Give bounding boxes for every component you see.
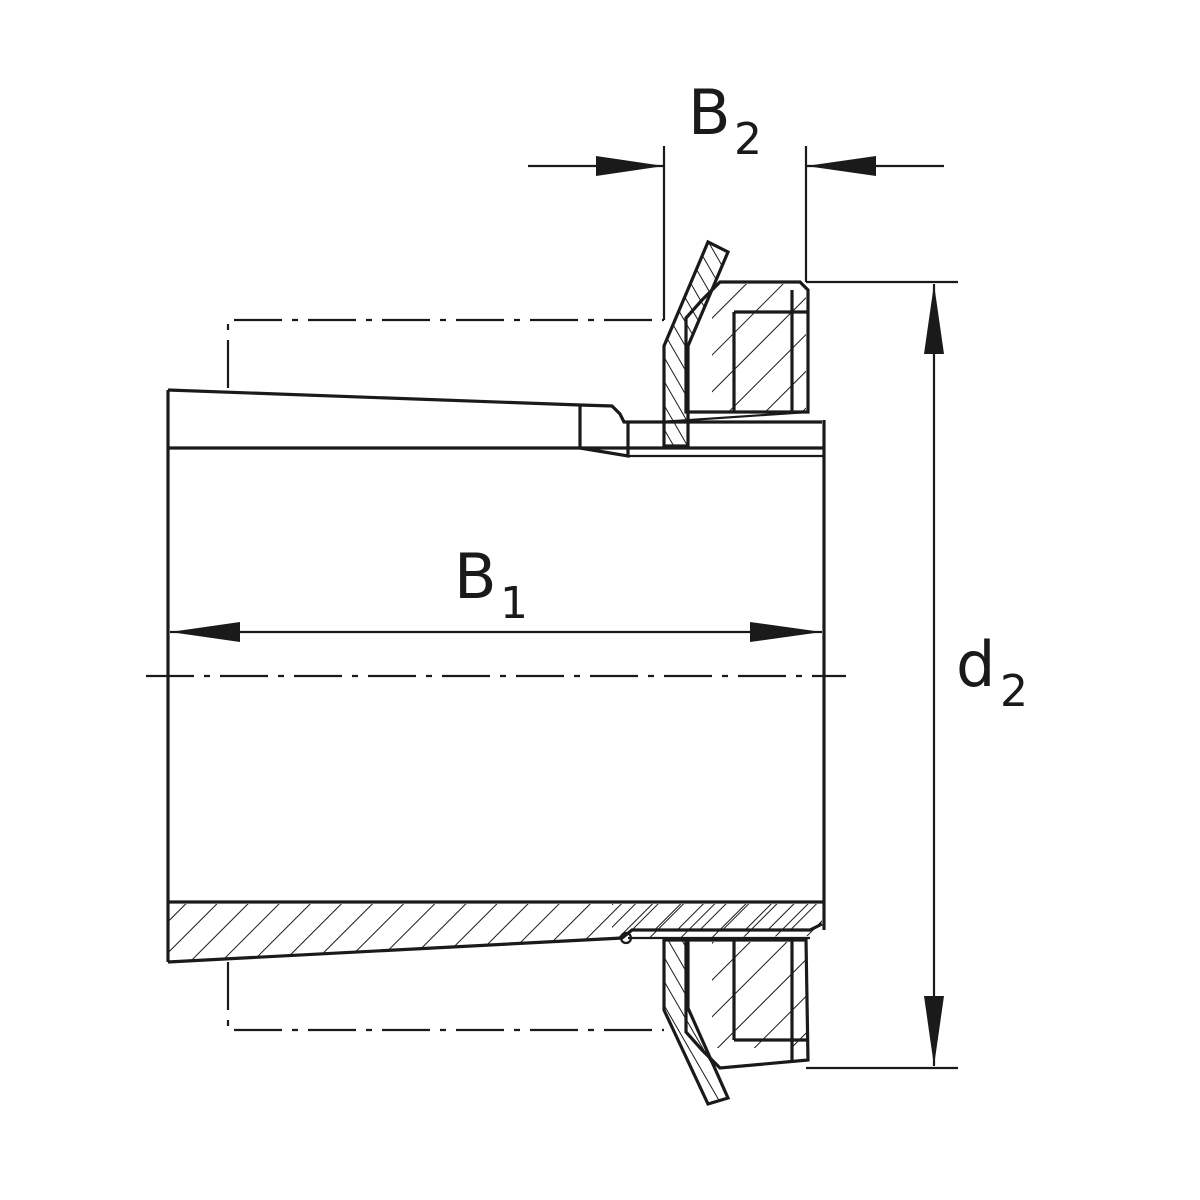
centerlines xyxy=(146,318,846,1032)
lockwasher-top xyxy=(662,239,731,448)
dimension-d2: d 2 xyxy=(806,280,1028,1070)
dimension-b1: B 1 xyxy=(170,540,822,642)
lockwasher-bottom xyxy=(662,938,731,1106)
sleeve-body xyxy=(166,388,826,962)
d2-arrow-top xyxy=(924,284,944,354)
sleeve-notch xyxy=(619,931,633,945)
b1-arrow-right xyxy=(750,622,822,642)
b1-arrow-left xyxy=(170,622,240,642)
b1-label-sub: 1 xyxy=(500,578,528,629)
b2-arrow-right xyxy=(806,156,876,176)
d2-arrow-bottom xyxy=(924,996,944,1066)
lockwasher-top-outline xyxy=(662,239,731,448)
sleeve-thread-relief xyxy=(579,422,630,458)
chain-line-top xyxy=(226,318,664,388)
b2-label-sub: 2 xyxy=(734,114,762,165)
d2-label-main: d xyxy=(956,628,995,701)
d2-label-sub: 2 xyxy=(1000,666,1028,717)
b1-label-main: B xyxy=(454,540,497,613)
sleeve-taper-bottom xyxy=(167,922,823,964)
lockwasher-bottom-outline xyxy=(662,938,731,1106)
sleeve-taper-top xyxy=(167,388,822,424)
b2-label-main: B xyxy=(688,76,731,149)
sleeve-section-bottom xyxy=(167,904,823,964)
b2-arrow-left xyxy=(596,156,664,176)
dimension-b2: B 2 xyxy=(528,76,944,320)
chain-line-bottom xyxy=(226,962,664,1032)
